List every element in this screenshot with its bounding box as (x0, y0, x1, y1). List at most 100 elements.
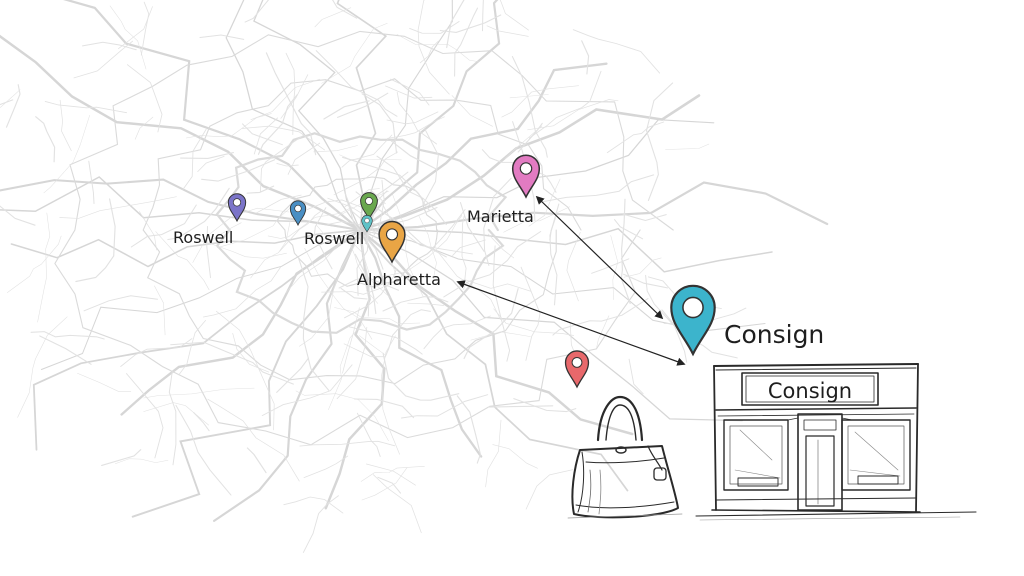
road-line (197, 156, 225, 172)
road-line (606, 121, 665, 154)
road-line (347, 326, 423, 355)
road-line (154, 285, 166, 336)
road-line (493, 308, 575, 336)
road-line (340, 287, 368, 300)
road-line (487, 405, 554, 408)
location-pin-icon[interactable] (511, 154, 541, 199)
road-line (321, 22, 388, 84)
location-pin-icon[interactable] (670, 284, 716, 357)
road-line (485, 419, 502, 488)
road-line (358, 228, 634, 436)
road-line (581, 40, 590, 75)
store-pin-label: Consign (724, 320, 824, 349)
road-line (201, 159, 276, 182)
place-label-marietta: Marietta (467, 207, 534, 226)
road-line (54, 30, 674, 446)
road-line (35, 116, 56, 163)
road-line (180, 152, 234, 159)
road-line (30, 331, 105, 340)
road-line (313, 207, 333, 270)
road-line (259, 134, 304, 193)
location-pin-icon[interactable] (227, 193, 247, 223)
road-line (527, 99, 619, 131)
road-line (452, 239, 486, 256)
location-pin-icon[interactable] (289, 200, 307, 226)
road-line (341, 134, 393, 168)
road-line (348, 205, 384, 270)
road-line (155, 231, 210, 291)
road-line (459, 202, 485, 252)
road-line (314, 7, 352, 28)
road-line (492, 444, 538, 469)
road-line (5, 84, 21, 128)
location-pin-icon[interactable] (360, 192, 378, 221)
road-line (39, 335, 92, 365)
road-line (344, 188, 380, 208)
road-line (446, 0, 465, 49)
road-line (246, 447, 267, 474)
road-line (401, 394, 489, 419)
road-line (377, 476, 402, 494)
road-line (549, 203, 560, 306)
road-line (359, 0, 453, 231)
place-label-roswell-right: Roswell (304, 229, 364, 248)
road-line (192, 207, 290, 263)
road-line (59, 196, 177, 219)
road-line (304, 248, 373, 340)
location-pin-icon[interactable] (378, 220, 406, 264)
road-line (250, 213, 292, 279)
road-line (178, 320, 206, 376)
road-line (336, 0, 388, 231)
road-line (628, 358, 644, 395)
road-line (392, 194, 424, 298)
road-line (361, 93, 398, 154)
road-line (451, 95, 493, 127)
road-line (0, 89, 21, 108)
road-line (118, 6, 153, 50)
road-line (199, 34, 245, 40)
road-line (328, 324, 363, 410)
road-line (297, 257, 330, 391)
road-line (44, 100, 128, 114)
road-line (356, 412, 381, 457)
road-line (417, 0, 450, 95)
road-line (325, 223, 389, 241)
road-line (623, 257, 662, 278)
road-line (501, 85, 579, 118)
road-line (321, 287, 384, 295)
location-pin-icon[interactable] (361, 215, 373, 233)
road-line (287, 142, 321, 175)
road-line (359, 227, 773, 273)
road-line (207, 398, 300, 482)
road-line (299, 440, 396, 447)
road-line (339, 154, 402, 161)
road-line (0, 205, 36, 226)
road-line (114, 458, 169, 464)
road-line (303, 455, 349, 478)
road-line (246, 185, 275, 194)
road-line (215, 132, 508, 334)
road-line (421, 129, 439, 207)
road-line (0, 178, 362, 232)
road-line (101, 449, 142, 466)
road-line (10, 229, 361, 268)
road-line (242, 123, 283, 146)
road-network (0, 0, 829, 553)
road-line (285, 52, 296, 136)
road-line (337, 92, 389, 118)
road-line (332, 0, 358, 19)
road-line (361, 467, 408, 501)
road-line (385, 85, 433, 99)
road-line (342, 156, 430, 211)
road-line (366, 463, 416, 486)
road-line (418, 215, 437, 283)
road-line (276, 357, 310, 393)
road-line (63, 0, 362, 232)
location-pin-icon[interactable] (564, 350, 590, 389)
road-line (43, 114, 90, 194)
road-line (454, 7, 479, 77)
road-line (509, 94, 549, 99)
storefront-sign-text: Consign (768, 379, 852, 403)
road-line (316, 225, 391, 299)
road-line (295, 390, 389, 442)
